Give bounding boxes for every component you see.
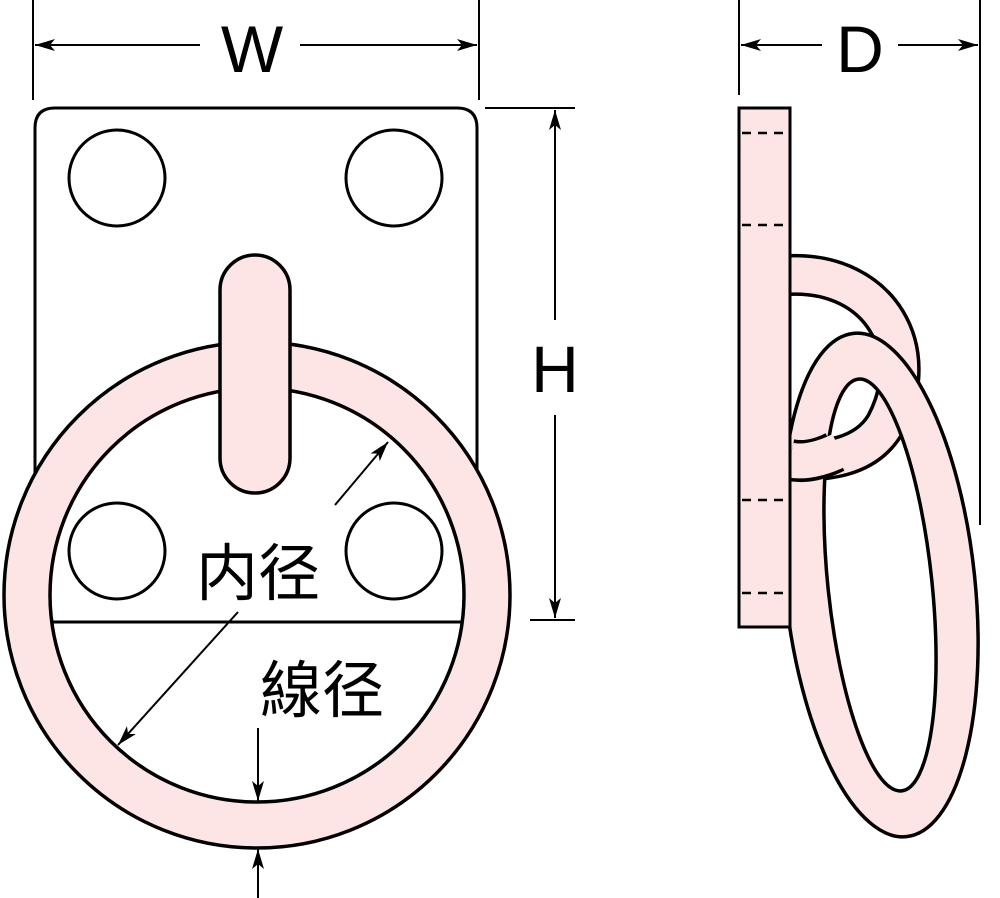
height-dimension: H (485, 107, 579, 621)
mount-hole-top-right (344, 128, 444, 228)
mount-hole-top-left (67, 128, 167, 228)
side-view (737, 106, 980, 839)
side-base-plate (737, 106, 792, 629)
hidden-hole-lines (742, 131, 787, 595)
wire-diameter-label: 線径 (260, 654, 384, 727)
front-view (2, 106, 512, 850)
inner-diameter-label: 内径 (196, 537, 320, 610)
depth-dimension: D (738, 0, 981, 525)
side-ring (780, 331, 980, 839)
ring (2, 340, 512, 850)
width-dimension: W (32, 0, 480, 100)
depth-label: D (836, 12, 884, 86)
wire-diameter-dimension: 線径 (252, 654, 384, 898)
width-label: W (221, 12, 284, 86)
inner-diameter-dimension: 内径 (117, 441, 389, 746)
mount-hole-bottom-left (67, 501, 167, 601)
ring-holder-loop (218, 253, 292, 495)
height-label: H (531, 332, 579, 406)
mount-hole-bottom-right (344, 501, 444, 601)
